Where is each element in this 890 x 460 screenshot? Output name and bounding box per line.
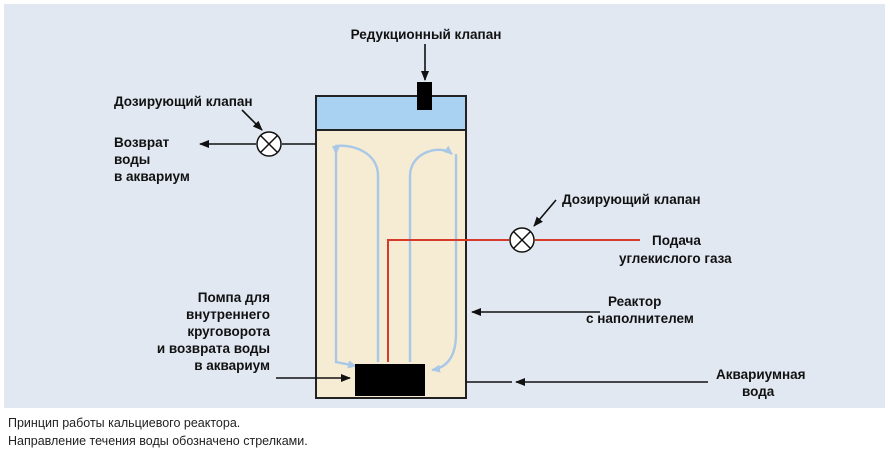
water-flow-arrows: [332, 144, 458, 373]
dosing-valve-left-label: Дозирующий клапан: [114, 94, 253, 109]
pump-label-line2: внутреннего: [186, 307, 270, 322]
pump-label-line4: и возврата воды: [156, 341, 270, 356]
caption-line1: Принцип работы кальциевого реактора.: [8, 416, 241, 430]
pump-label-line3: круговорота: [187, 324, 270, 339]
reduction-valve-body: [417, 82, 432, 110]
water-return-label-line1: Возврат: [114, 135, 170, 150]
aquarium-water-label-line2: вода: [742, 384, 775, 399]
water-return-label-line3: в аквариум: [114, 169, 190, 184]
reactor-body: [315, 95, 467, 399]
reactor-label-line2: с наполнителем: [586, 311, 694, 326]
co2-supply-label-line2: углекислого газа: [619, 251, 732, 266]
co2-line-inside: [387, 239, 509, 362]
dosing-valve-left-icon: [256, 131, 282, 157]
pump-body: [355, 364, 425, 396]
co2-supply-label-line1: Подача: [652, 233, 701, 248]
pump-label-line5: в аквариум: [194, 358, 270, 373]
pump-label-line1: Помпа для: [197, 290, 270, 305]
water-return-label-line2: воды: [114, 152, 151, 167]
diagram-panel: Редукционный клапан Дозирующий клапан Во…: [4, 4, 885, 408]
dosing-valve-left-pointer: [241, 109, 263, 131]
calcium-reactor-diagram: [199, 44, 708, 399]
reactor-label-line1: Реактор: [608, 294, 662, 309]
dosing-valve-right-label: Дозирующий клапан: [562, 192, 701, 207]
caption-line2: Направление течения воды обозначено стре…: [8, 434, 308, 448]
aquarium-water-label-line1: Аквариумная: [716, 367, 806, 382]
reactor-cap: [315, 95, 467, 131]
dosing-valve-right-pointer: [533, 199, 557, 227]
dosing-valve-right-icon: [509, 227, 535, 253]
reduction-valve-label: Редукционный клапан: [350, 27, 502, 42]
